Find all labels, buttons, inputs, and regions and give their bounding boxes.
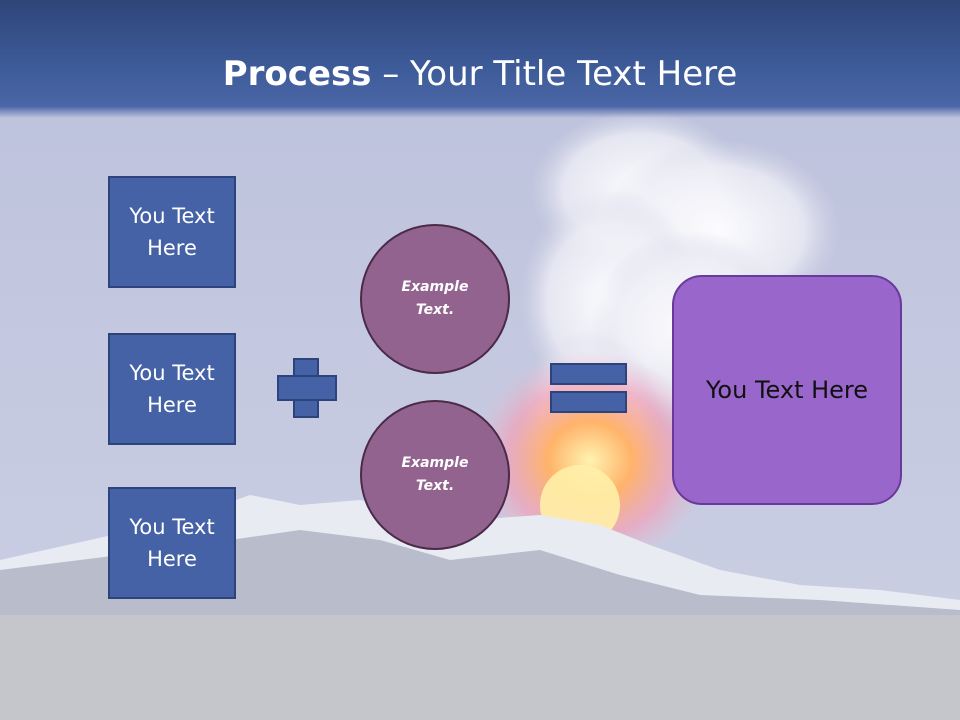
plus-icon-center (295, 377, 317, 399)
input-box-label: You Text Here (129, 515, 215, 571)
title-rest-text: – Your Title Text Here (371, 54, 738, 94)
example-circle-label: Example Text. (401, 455, 469, 494)
slide-title: Process – Your Title Text Here (0, 52, 960, 96)
input-box-3: You Text Here (108, 487, 236, 599)
input-box-label: You Text Here (129, 361, 215, 417)
equals-icon-bottom-bar (550, 391, 627, 413)
result-box-label: You Text Here (705, 376, 869, 404)
example-circle-label: Example Text. (401, 279, 469, 318)
example-circle-2: Example Text. (360, 400, 510, 550)
title-bold-text: Process (222, 54, 372, 94)
example-circle-1: Example Text. (360, 224, 510, 374)
result-box: You Text Here (672, 275, 902, 505)
input-box-2: You Text Here (108, 333, 236, 445)
input-box-1: You Text Here (108, 176, 236, 288)
title-bar (0, 0, 960, 118)
equals-icon-top-bar (550, 363, 627, 385)
input-box-label: You Text Here (129, 204, 215, 260)
